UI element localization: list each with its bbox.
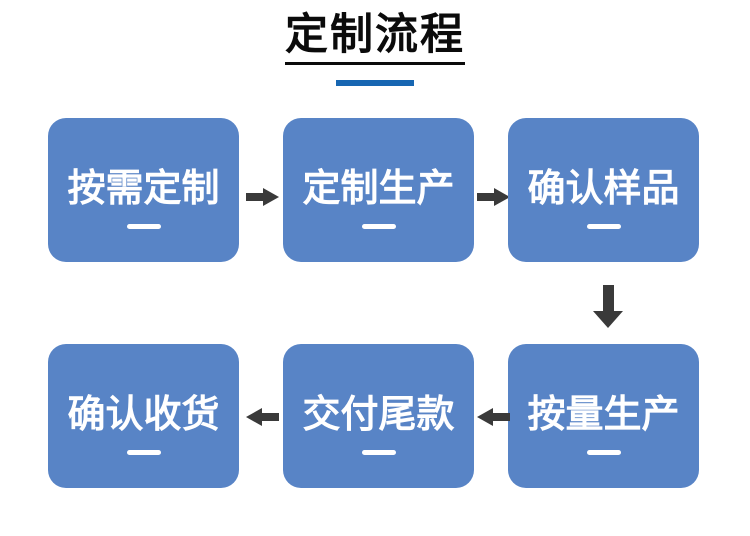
- step-label: 按量生产: [527, 393, 680, 436]
- arrow-shaft: [492, 413, 510, 421]
- step-label: 确认样品: [527, 167, 680, 210]
- step-dash: [361, 449, 396, 455]
- step-box-4: 按量生产: [508, 344, 699, 488]
- step-dash: [586, 223, 621, 229]
- step-box-1: 按需定制: [48, 118, 239, 262]
- arrow-shaft: [477, 193, 495, 201]
- arrow-left-icon-2: [246, 408, 279, 426]
- arrow-shaft: [246, 193, 264, 201]
- arrow-down-icon: [593, 285, 623, 329]
- arrow-right-icon-2: [477, 188, 510, 206]
- step-box-5: 交付尾款: [283, 344, 474, 488]
- arrow-head: [494, 188, 510, 206]
- title-section: 定制流程: [0, 0, 750, 87]
- step-label: 交付尾款: [302, 393, 455, 436]
- title-accent-bar: [336, 80, 414, 87]
- arrow-right-icon-1: [246, 188, 279, 206]
- step-label: 按需定制: [67, 167, 220, 210]
- arrow-shaft: [261, 413, 279, 421]
- step-box-6: 确认收货: [48, 344, 239, 488]
- step-box-2: 定制生产: [283, 118, 474, 262]
- step-dash: [126, 223, 161, 229]
- step-dash: [361, 223, 396, 229]
- arrow-head: [593, 311, 623, 328]
- step-label: 定制生产: [302, 167, 455, 210]
- arrow-head: [477, 408, 493, 426]
- arrow-shaft: [603, 285, 614, 312]
- arrow-head: [263, 188, 279, 206]
- step-dash: [126, 449, 161, 455]
- arrow-head: [246, 408, 262, 426]
- step-dash: [586, 449, 621, 455]
- step-label: 确认收货: [67, 393, 220, 436]
- step-box-3: 确认样品: [508, 118, 699, 262]
- arrow-left-icon-1: [477, 408, 510, 426]
- page-title: 定制流程: [285, 11, 465, 66]
